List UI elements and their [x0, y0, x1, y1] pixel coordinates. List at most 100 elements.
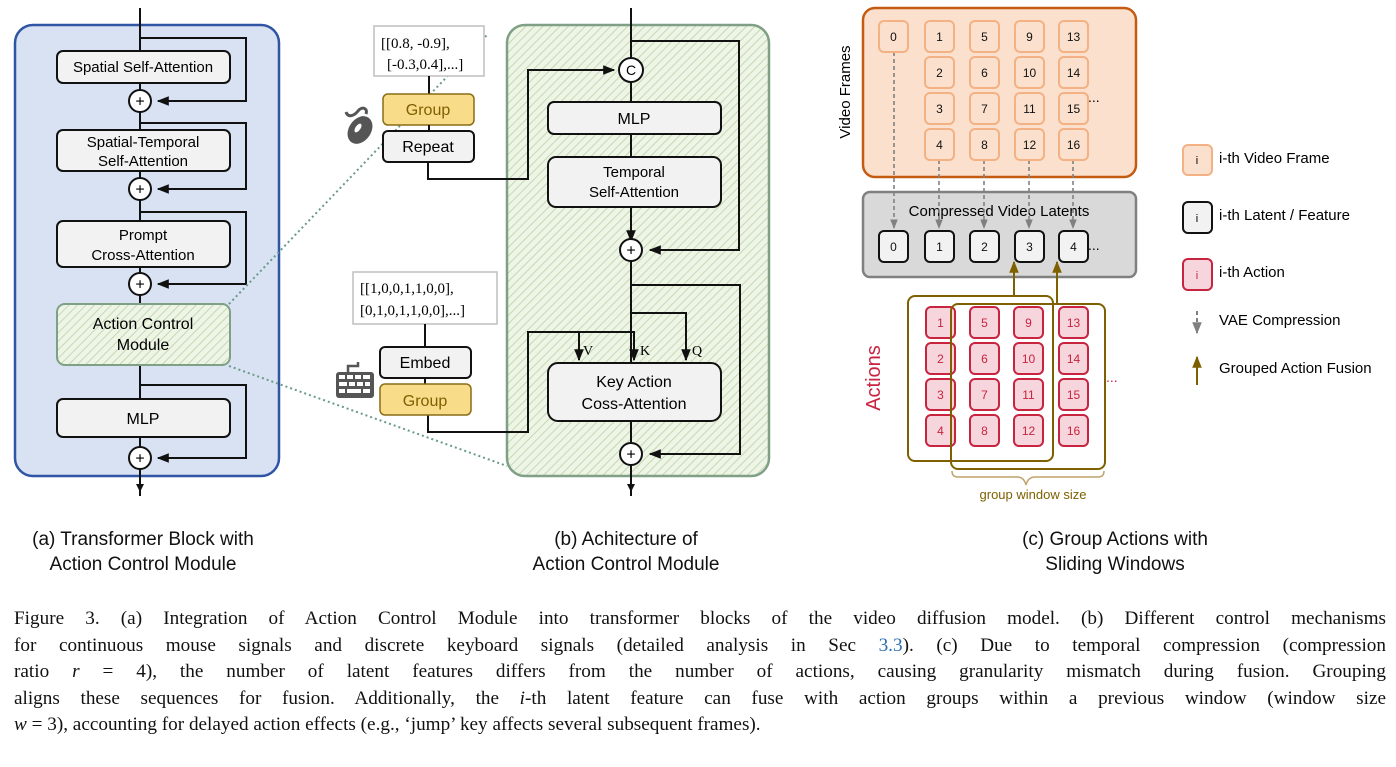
svg-text:2: 2: [936, 66, 943, 80]
section-ref-link[interactable]: 3.3: [878, 634, 903, 656]
action: 8: [969, 414, 1000, 447]
video-frame: 2: [924, 56, 955, 89]
keyboard-group-block: Group: [379, 383, 472, 416]
action: 7: [969, 378, 1000, 411]
svg-text:Temporal: Temporal: [603, 164, 665, 181]
svg-text:7: 7: [981, 102, 988, 116]
key-label: K: [640, 344, 650, 359]
action: 13: [1058, 306, 1089, 339]
svg-text:3: 3: [1026, 240, 1033, 254]
mouse-group-block: Group: [382, 93, 475, 126]
svg-text:[[1,0,0,1,1,0,0],: [[1,0,0,1,1,0,0],: [360, 281, 454, 297]
action: 9: [1013, 306, 1044, 339]
svg-text:6: 6: [981, 66, 988, 80]
svg-text:Self-Attention: Self-Attention: [589, 184, 679, 201]
latent-feature: 1: [924, 230, 955, 263]
svg-text:+: +: [135, 451, 144, 468]
svg-text:15: 15: [1067, 388, 1081, 402]
residual-add-nodes: ++: [619, 238, 643, 466]
block-label-line2: Cross-Attention: [91, 247, 194, 264]
action: 5: [969, 306, 1000, 339]
subcaption-c: (c) Group Actions with Sliding Windows: [1022, 529, 1208, 575]
add-node: +: [128, 446, 152, 470]
residual-3: [140, 211, 247, 289]
add-node: +: [619, 442, 643, 466]
svg-text:11: 11: [1023, 102, 1036, 116]
action: 4: [925, 414, 956, 447]
residual-2: [631, 284, 741, 459]
svg-text:+: +: [626, 447, 635, 464]
svg-text:Group: Group: [403, 393, 448, 410]
video-frame: 12: [1014, 128, 1045, 161]
zoom-connector-bottom: [228, 365, 508, 467]
block-label-line2: Module: [117, 337, 170, 354]
svg-text:1: 1: [936, 30, 943, 44]
latent-feature: 4: [1058, 230, 1089, 263]
svg-text:4: 4: [1070, 240, 1077, 254]
svg-text:5: 5: [981, 30, 988, 44]
svg-text:2: 2: [981, 240, 988, 254]
latents-ellipsis: ...: [1088, 237, 1100, 253]
svg-text:15: 15: [1067, 102, 1081, 116]
svg-text:+: +: [135, 94, 144, 111]
block-label-line1: Spatial-Temporal: [87, 134, 200, 151]
video-frame: 14: [1058, 56, 1089, 89]
svg-text:0: 0: [890, 30, 897, 44]
svg-text:16: 16: [1067, 138, 1081, 152]
svg-text:[-0.3,0.4],...]: [-0.3,0.4],...]: [387, 57, 463, 73]
svg-text:14: 14: [1067, 66, 1081, 80]
key-action-cross-attention-block: Key Action Coss-Attention: [547, 362, 722, 422]
latents-label: Compressed Video Latents: [909, 203, 1090, 220]
video-frame: 16: [1058, 128, 1089, 161]
residual-2: [140, 122, 247, 194]
embed-block: Embed: [379, 346, 472, 379]
latent-row: 0 1 2 3 4: [878, 230, 1089, 263]
action-control-module-block[interactable]: Action Control Module: [56, 303, 231, 366]
svg-text:4: 4: [937, 424, 944, 438]
svg-text:i-th Action: i-th Action: [1219, 264, 1285, 281]
spatial-temporal-self-attention-block: Spatial-Temporal Self-Attention: [56, 129, 231, 172]
svg-text:2: 2: [937, 352, 944, 366]
spatial-self-attention-block: Spatial Self-Attention: [56, 50, 231, 84]
svg-text:MLP: MLP: [618, 111, 651, 128]
latent-feature: 2: [969, 230, 1000, 263]
svg-text:Repeat: Repeat: [402, 139, 454, 156]
legend-fusion: Grouped Action Fusion: [1192, 355, 1372, 385]
keyboard-key-branch: [579, 331, 639, 362]
panel-a: Spatial Self-Attention Spatial-Temporal …: [13, 8, 281, 496]
svg-text:VAE Compression: VAE Compression: [1219, 312, 1340, 329]
svg-text:Group: Group: [406, 102, 451, 119]
repeat-block: Repeat: [382, 130, 475, 163]
subcaption-a: (a) Transformer Block with Action Contro…: [32, 529, 254, 575]
svg-text:C: C: [626, 62, 636, 78]
svg-text:4: 4: [936, 138, 943, 152]
residual-1: [140, 37, 247, 106]
svg-text:12: 12: [1023, 138, 1037, 152]
add-node: +: [619, 238, 643, 262]
video-frame: 0: [878, 20, 909, 53]
actions-label: Actions: [863, 345, 885, 411]
svg-text:11: 11: [1022, 388, 1035, 402]
svg-text:12: 12: [1022, 424, 1036, 438]
query-branch: [631, 312, 691, 362]
vae-compression-arrows: [890, 52, 1077, 229]
svg-text:9: 9: [1025, 316, 1032, 330]
action: 16: [1058, 414, 1089, 447]
action: 3: [925, 378, 956, 411]
video-frame: 15: [1058, 92, 1089, 125]
svg-text:Grouped Action Fusion: Grouped Action Fusion: [1219, 360, 1372, 377]
svg-text:5: 5: [981, 316, 988, 330]
svg-text:1: 1: [936, 240, 943, 254]
mlp-block: MLP: [56, 398, 231, 438]
latent-feature: 0: [878, 230, 909, 263]
prompt-cross-attention-block: Prompt Cross-Attention: [56, 220, 231, 268]
svg-text:Key Action: Key Action: [596, 374, 672, 391]
video-frames-label: Video Frames: [837, 45, 854, 138]
group-window-label: group window size: [980, 487, 1087, 502]
mlp-block: MLP: [547, 101, 722, 135]
svg-text:i-th Latent / Feature: i-th Latent / Feature: [1219, 207, 1350, 224]
action: 2: [925, 342, 956, 375]
keyboard-input-box: [[1,0,0,1,1,0,0], [0,1,0,1,1,0,0],...]: [352, 271, 498, 325]
video-frame: 7: [969, 92, 1000, 125]
